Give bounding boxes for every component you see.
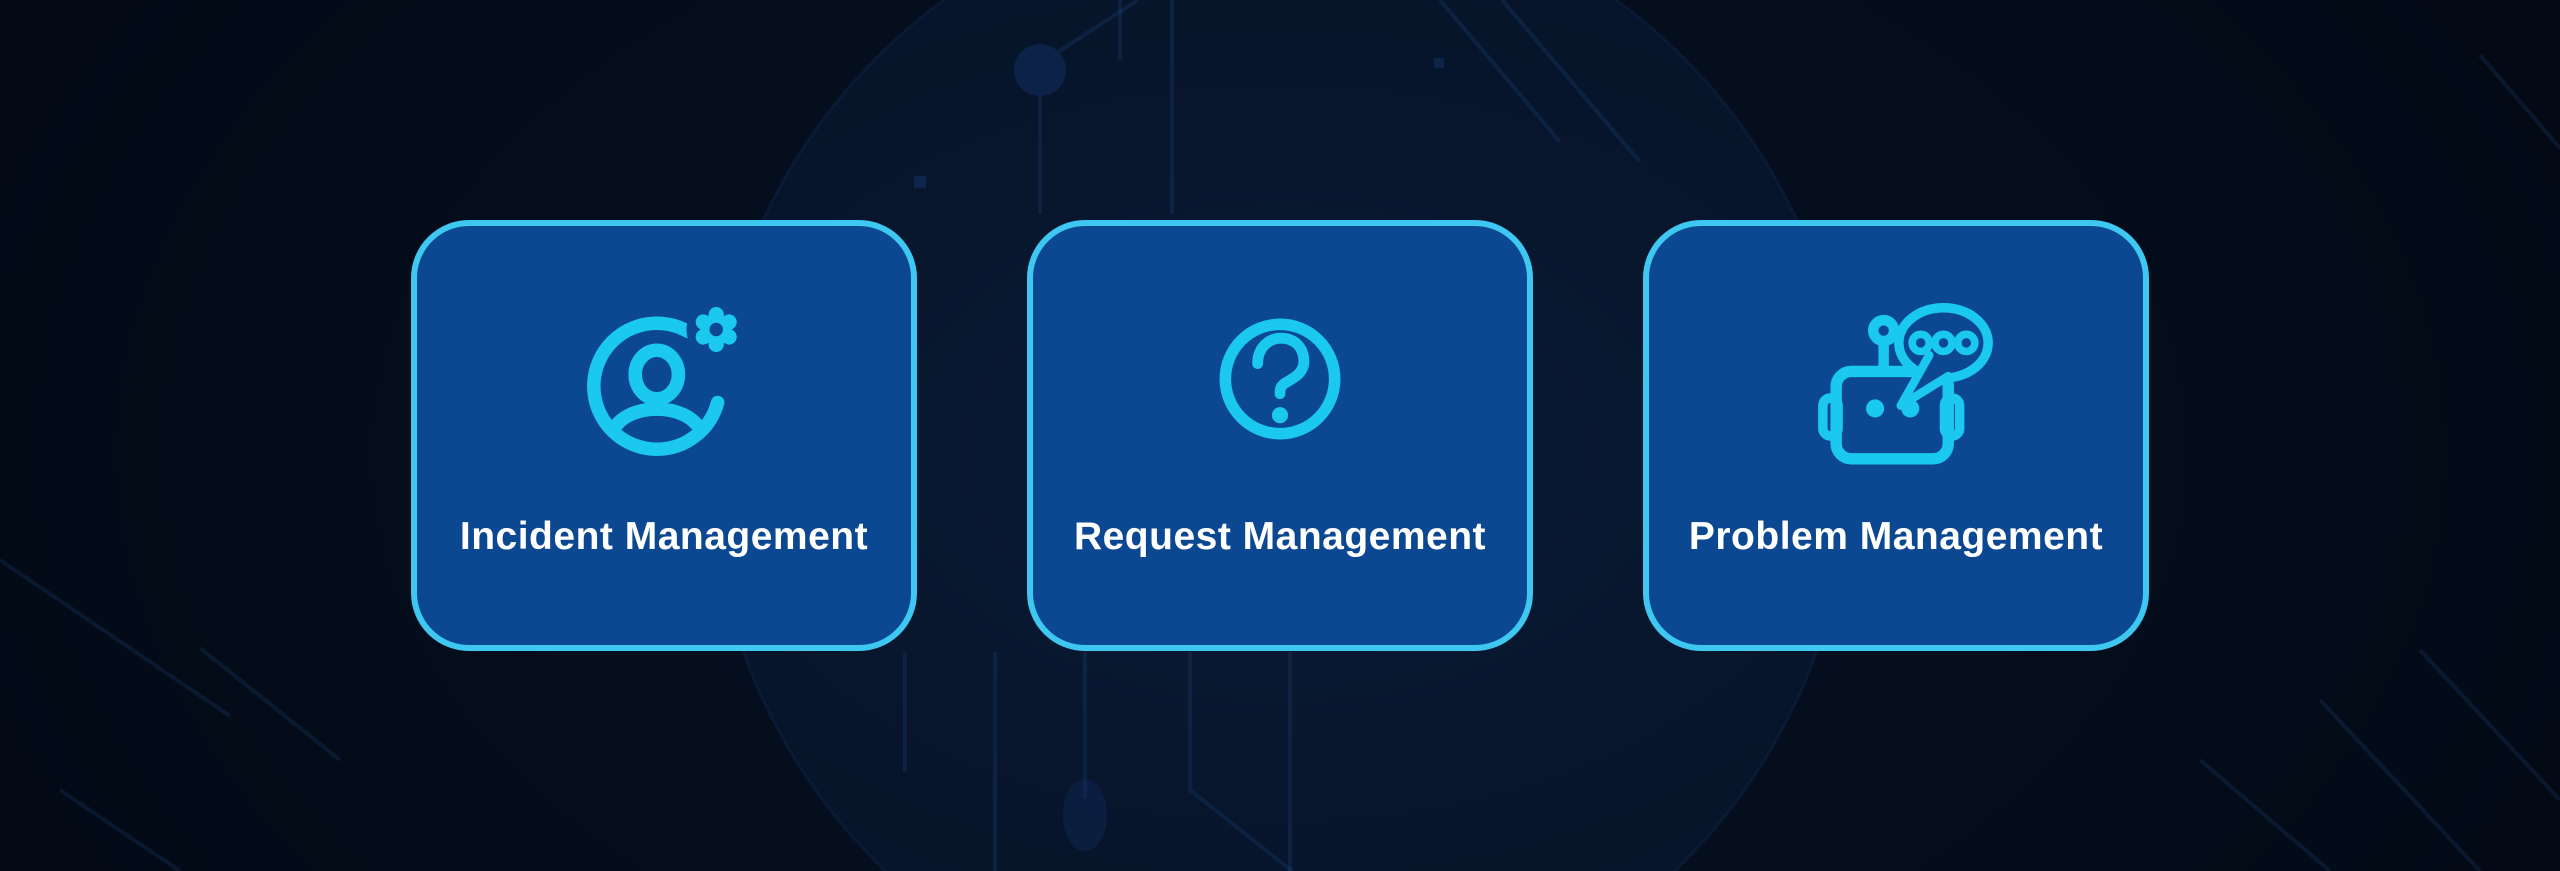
card-label: Incident Management (459, 515, 869, 558)
card-label: Problem Management (1688, 515, 2104, 558)
question-circle-icon (1203, 286, 1357, 472)
card-request-management[interactable]: Request Management (1027, 220, 1533, 651)
robot-chat-icon (1796, 286, 1996, 472)
card-label: Request Management (1073, 515, 1487, 558)
card-problem-management[interactable]: Problem Management (1643, 220, 2149, 651)
user-gear-icon (574, 286, 754, 472)
card-incident-management[interactable]: Incident Management (411, 220, 917, 651)
